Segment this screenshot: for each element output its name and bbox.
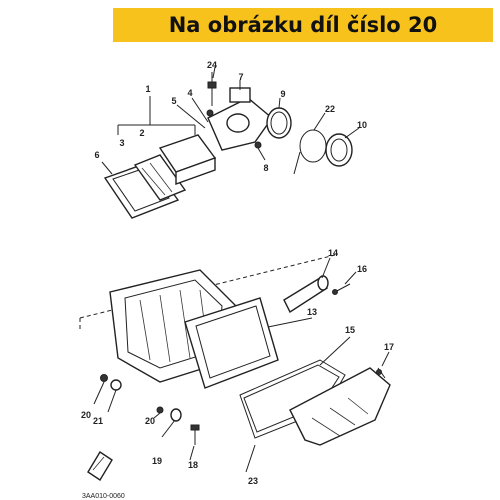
callout-label: 16: [357, 264, 367, 274]
callout-label: 9: [280, 89, 285, 99]
callout-label: 14: [328, 248, 338, 258]
callout-label: 2: [139, 128, 144, 138]
callout-label: 4: [187, 88, 192, 98]
callout-label: 10: [357, 120, 367, 130]
callout-label: 6: [94, 150, 99, 160]
drawing-code: 3AA010-0060: [82, 493, 125, 500]
callout-label: 24: [207, 60, 217, 70]
callout-label: 13: [307, 307, 317, 317]
reed-valve-assembly: [103, 72, 353, 219]
callout-label: 18: [188, 460, 198, 470]
banner-title: Na obrázku díl číslo 20: [168, 13, 438, 37]
callout-label: 23: [248, 476, 258, 486]
callout-label: 7: [238, 72, 243, 82]
callout-label: 21: [93, 416, 103, 426]
callout-label: 1: [145, 84, 150, 94]
callout-label: 5: [171, 96, 176, 106]
callout-label: 8: [263, 163, 268, 173]
callout-label: 15: [345, 325, 355, 335]
callout-label: 19: [152, 456, 162, 466]
air-filter-assembly: [79, 254, 391, 481]
title-banner: Na obrázku díl číslo 20: [113, 8, 493, 42]
callout-label: 20: [81, 410, 91, 420]
callout-label: 3: [119, 138, 124, 148]
callout-label: 20: [145, 416, 155, 426]
callout-label: 22: [325, 104, 335, 114]
callout-label: 17: [384, 342, 394, 352]
